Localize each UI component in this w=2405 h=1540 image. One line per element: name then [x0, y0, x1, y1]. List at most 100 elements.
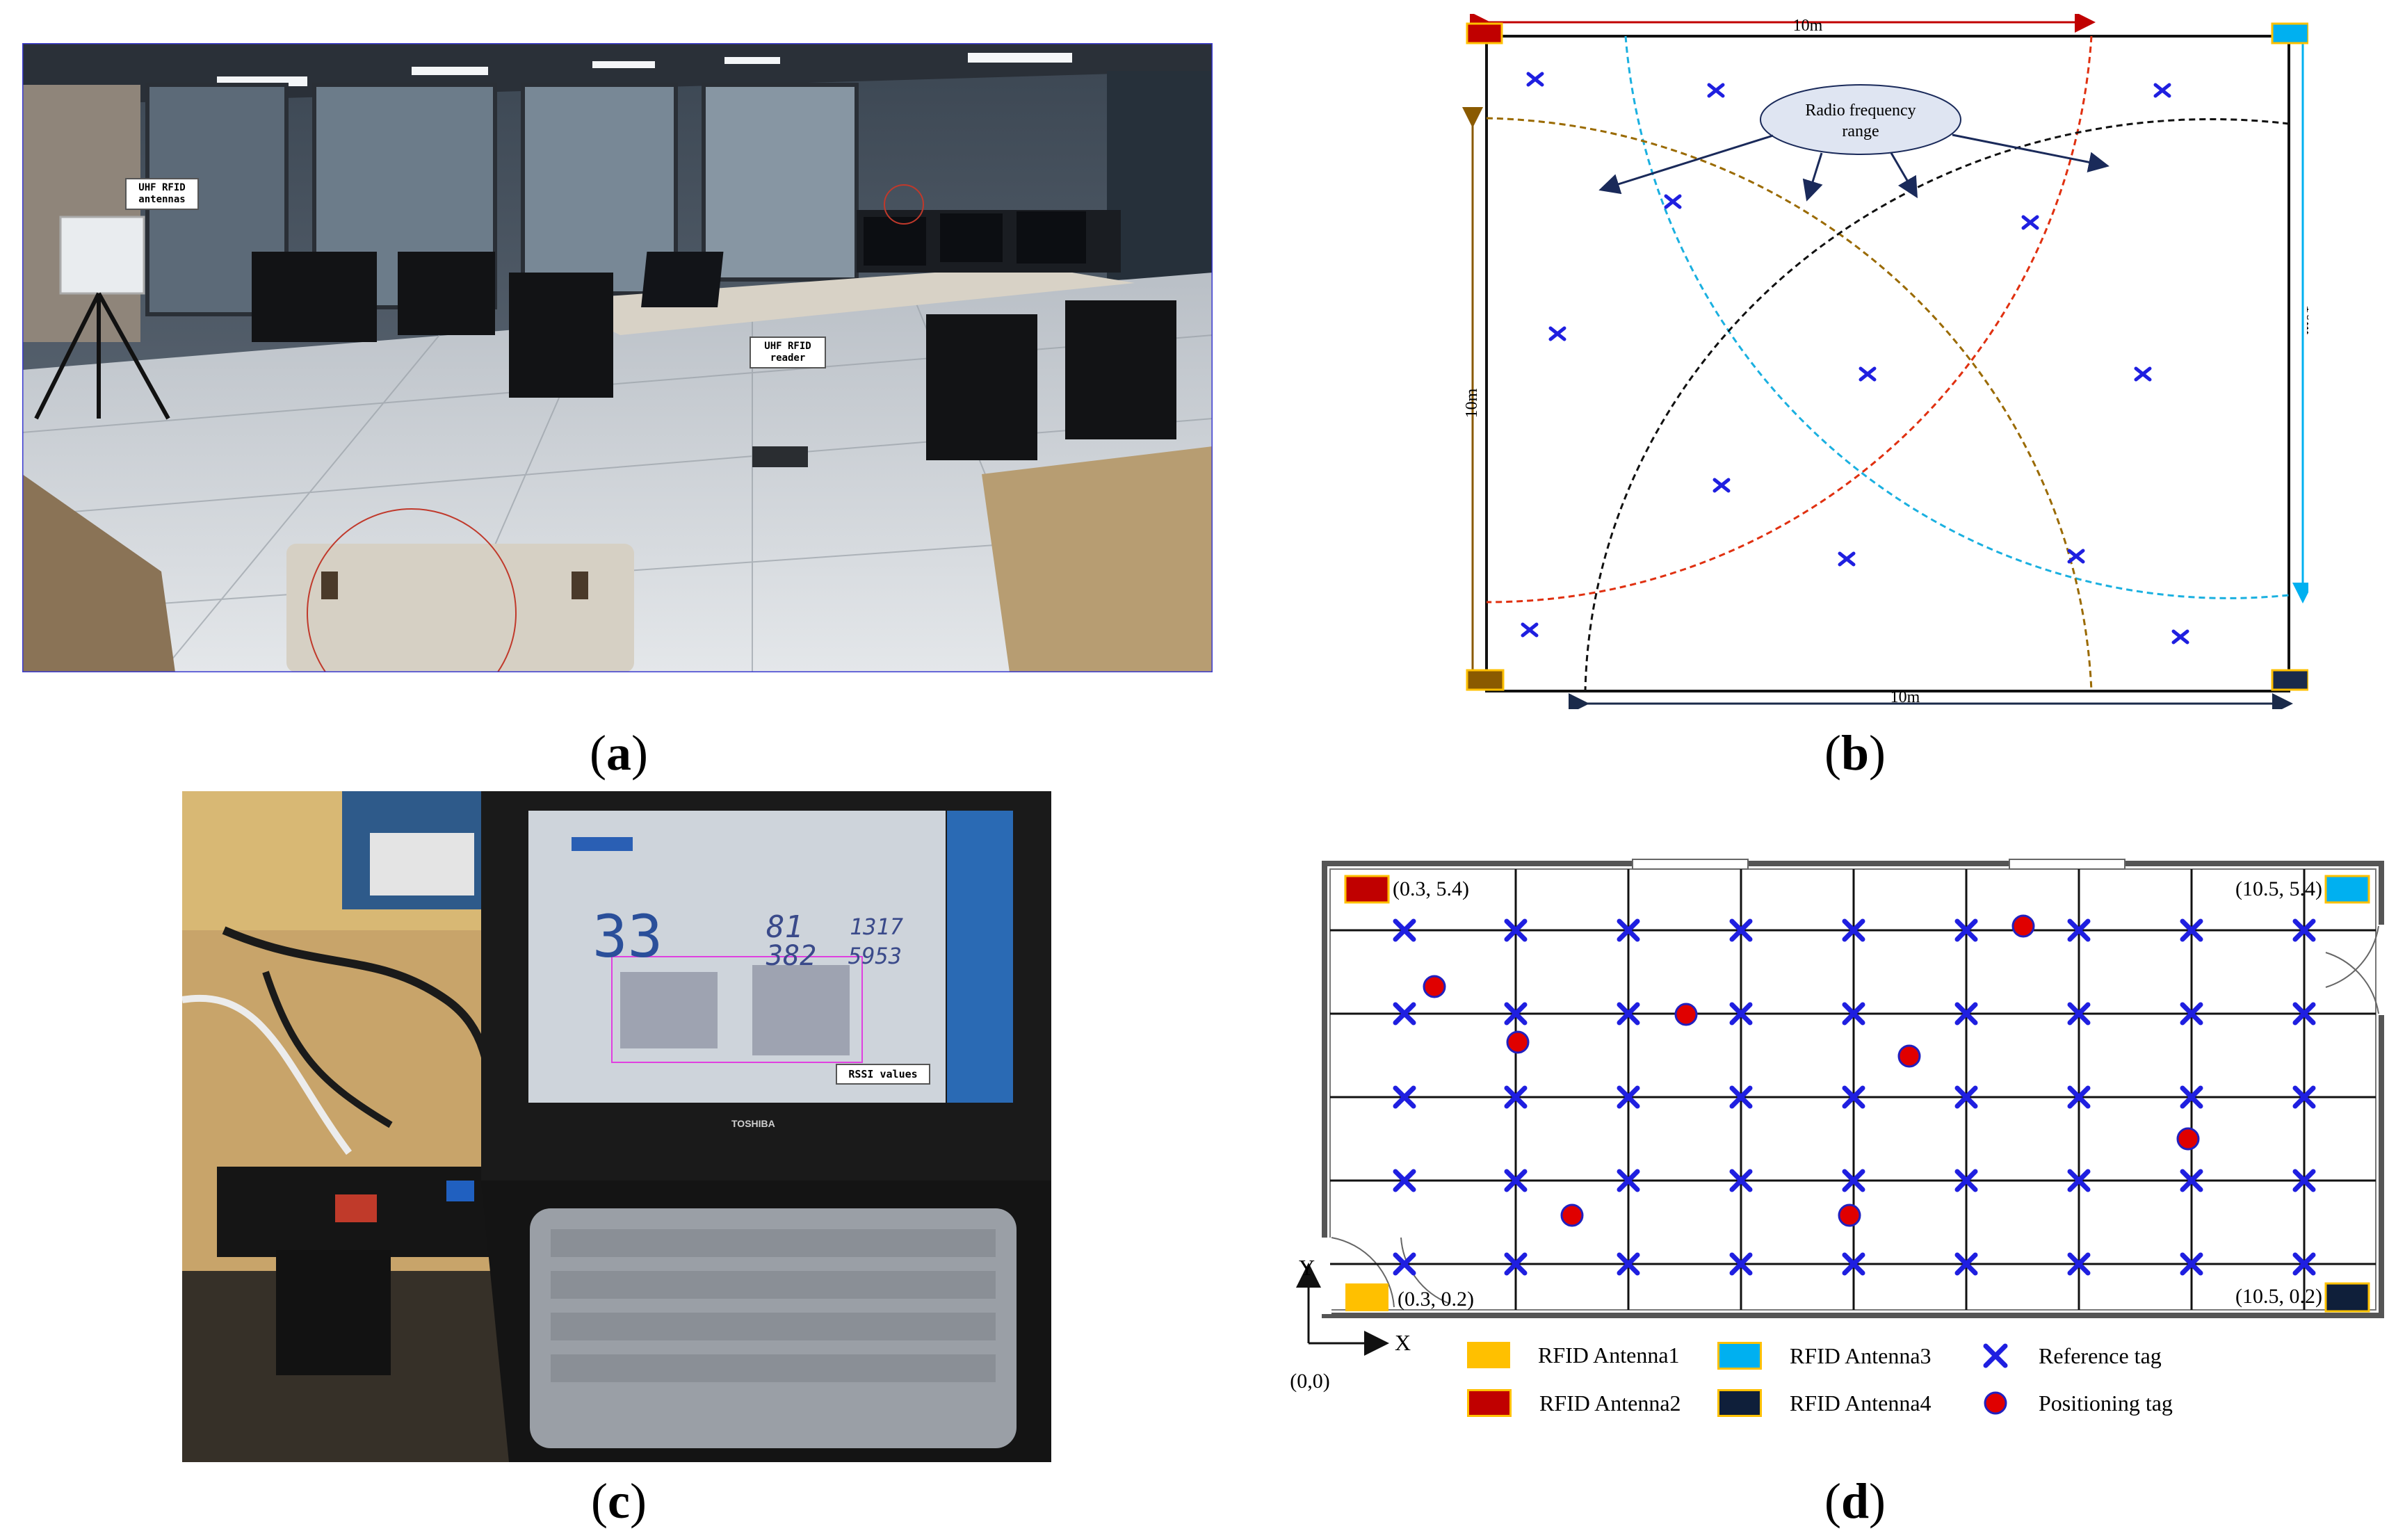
origin-label: (0,0) — [1290, 1370, 1329, 1393]
antenna-br — [2271, 669, 2310, 691]
legend-cross-icon — [1983, 1343, 2008, 1368]
legend-dot-icon — [1984, 1391, 2007, 1415]
screen-value-1: 81 — [766, 909, 803, 945]
legend-item-reference-tag: Reference tag — [1982, 1342, 2162, 1370]
reference-tag-cross — [1954, 918, 1978, 942]
reference-tag-cross — [1393, 1252, 1416, 1276]
reference-tag-cross — [1729, 918, 1753, 942]
reference-tag-cross — [2180, 1002, 2203, 1026]
reference-tag-cross — [2067, 1252, 2091, 1276]
antenna-3-marker — [2324, 875, 2370, 904]
reference-tag-cross — [1504, 1085, 1528, 1109]
rf-range-callout — [1760, 84, 1961, 155]
legend-item-antenna1: RFID Antenna1 — [1467, 1342, 1680, 1368]
panel-d-floorplan: (0.3, 5.4) (10.5, 5.4) (0.3, 0.2) (10.5,… — [1279, 848, 2405, 1418]
room-wall — [1322, 861, 2384, 1318]
panel-b-diagram: 10m 10m 10m 10m Radio frequency range — [1446, 12, 2321, 714]
range-arc-brown — [1486, 117, 2093, 692]
reference-tag-cross — [1393, 1169, 1416, 1192]
office-photo — [21, 42, 1214, 718]
panel-a-photo: UHF RFID antennas UHF RFID reader — [21, 42, 1214, 718]
reference-tag-cross — [2067, 1169, 2091, 1192]
reference-tag-cross — [2180, 1169, 2203, 1192]
antennas-label: UHF RFID antennas — [125, 178, 199, 210]
legend-item-antenna2: RFID Antenna2 — [1467, 1389, 1681, 1417]
room-boundary — [1485, 35, 2290, 692]
screen-big-number: 33 — [592, 902, 663, 971]
antenna-tl — [1466, 22, 1503, 44]
reference-tag-cross — [1617, 1085, 1640, 1109]
reference-tag-cross — [2292, 1169, 2316, 1192]
reference-tag-cross — [1617, 918, 1640, 942]
antenna-4-marker — [2324, 1282, 2370, 1313]
dim-left: 10m — [1463, 388, 1481, 418]
axis-y-label: Y — [1299, 1255, 1315, 1280]
reference-tag-cross — [1504, 1169, 1528, 1192]
reference-tag-cross — [1842, 918, 1865, 942]
reference-tag-cross — [2292, 1252, 2316, 1276]
dim-right: 10m — [2303, 305, 2308, 335]
legend-item-antenna3: RFID Antenna3 — [1717, 1342, 1932, 1370]
caption-d: (d) — [1824, 1473, 1886, 1529]
reference-tag-cross — [2292, 918, 2316, 942]
reference-tag-cross — [1729, 1252, 1753, 1276]
dim-bottom: 10m — [1890, 688, 1920, 706]
reference-tag-cross — [1729, 1085, 1753, 1109]
reference-tag-cross — [1842, 1085, 1865, 1109]
range-arc-navy — [1584, 118, 2290, 692]
reference-tag-cross — [1617, 1169, 1640, 1192]
reader-label: UHF RFID reader — [750, 337, 826, 368]
range-arc-red — [1486, 35, 2093, 603]
reference-tag-cross — [2292, 1085, 2316, 1109]
rf-range-label-1: Radio frequency — [1805, 102, 1916, 120]
rssi-label: RSSI values — [836, 1064, 930, 1085]
reference-tag-cross — [1954, 1002, 1978, 1026]
reference-tag-cross — [2180, 918, 2203, 942]
dim-top: 10m — [1793, 17, 1823, 35]
laptop-photo — [181, 791, 1051, 1462]
reference-tag-cross — [1393, 918, 1416, 942]
reference-tag-cross — [1617, 1252, 1640, 1276]
legend-swatch-antenna4 — [1717, 1389, 1762, 1417]
reference-tag-cross — [2292, 1002, 2316, 1026]
antenna-1-marker — [1345, 1283, 1388, 1311]
screen-value-3: 382 — [766, 940, 817, 972]
reference-tag-cross — [1617, 1002, 1640, 1026]
positioning-tags — [1423, 914, 2200, 1227]
laptop-brand: TOSHIBA — [731, 1118, 775, 1129]
reference-tag-cross — [1842, 1002, 1865, 1026]
caption-b: (b) — [1824, 725, 1886, 781]
legend: RFID Antenna1 RFID Antenna2 RFID Antenna… — [1467, 1342, 2392, 1418]
reference-tag-cross — [1954, 1169, 1978, 1192]
rf-range-label-2: range — [1842, 122, 1879, 140]
reference-tag-cross — [1504, 1252, 1528, 1276]
legend-swatch-antenna2 — [1467, 1389, 1512, 1417]
reference-tag-cross — [2180, 1085, 2203, 1109]
caption-a: (a) — [590, 725, 648, 781]
reference-tag-cross — [2180, 1252, 2203, 1276]
panel-c-photo: 33 81 1317 382 5953 RSSI values TOSHIBA — [181, 791, 1051, 1462]
reference-tag-cross — [1729, 1002, 1753, 1026]
legend-item-antenna4: RFID Antenna4 — [1717, 1389, 1932, 1417]
legend-item-positioning-tag: Positioning tag — [1982, 1389, 2173, 1417]
antenna-2-marker — [1344, 875, 1390, 904]
rf-range-diagram: 10m 10m 10m 10m Radio frequency range — [1462, 12, 2321, 714]
floor-plan: (0.3, 5.4) (10.5, 5.4) (0.3, 0.2) (10.5,… — [1290, 859, 2388, 1393]
reference-tag-cross — [1393, 1085, 1416, 1109]
reference-tag-cross — [1954, 1252, 1978, 1276]
reference-tags — [1521, 72, 2189, 645]
reference-tag-cross — [1842, 1169, 1865, 1192]
antenna-bl — [1466, 669, 1505, 691]
corner-br: (10.5, 0.2) — [2235, 1285, 2322, 1308]
reference-tag-cross — [2067, 918, 2091, 942]
reference-tag-cross — [1504, 1002, 1528, 1026]
legend-swatch-antenna1 — [1467, 1342, 1510, 1368]
caption-c: (c) — [591, 1473, 647, 1529]
axis-x-label: X — [1395, 1330, 1411, 1355]
screen-value-4: 5953 — [848, 943, 902, 969]
range-arc-cyan — [1624, 35, 2290, 599]
corner-tl: (0.3, 5.4) — [1393, 877, 1469, 900]
corner-tr: (10.5, 5.4) — [2235, 877, 2322, 900]
reference-tag-cross — [2067, 1002, 2091, 1026]
grid — [1330, 869, 2376, 1310]
